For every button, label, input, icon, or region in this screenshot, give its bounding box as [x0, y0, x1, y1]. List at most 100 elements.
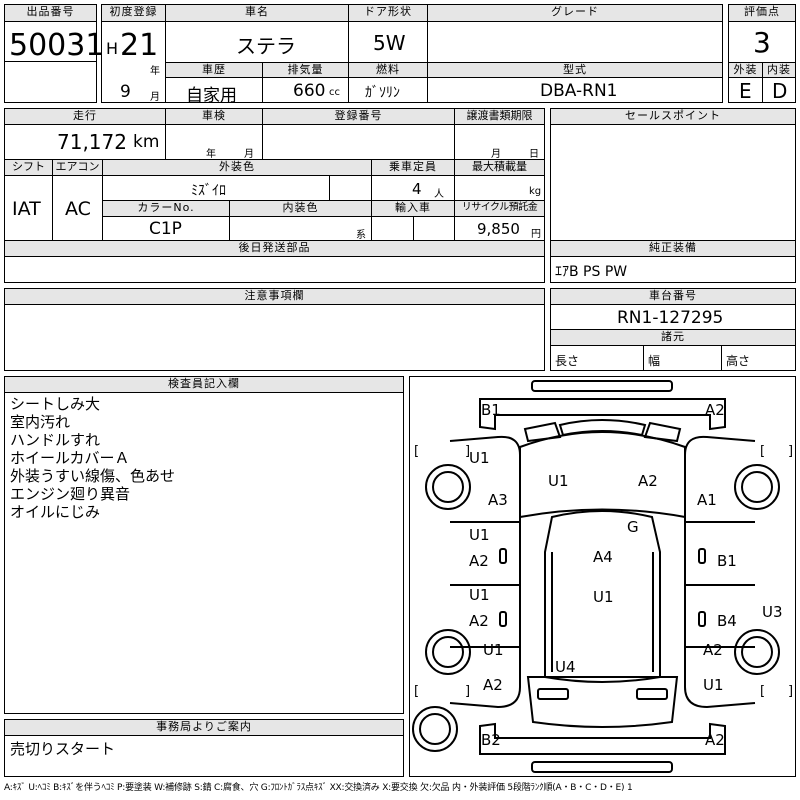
damage-code: A2	[705, 401, 725, 419]
mileage: 71,172	[57, 130, 127, 154]
capacity: 4	[412, 180, 422, 198]
month-unit: 月	[150, 92, 160, 103]
later-parts-label: 後日発送部品	[4, 240, 545, 257]
recycle-label: リサイクル預託金	[454, 200, 545, 217]
door-type-label: ドア形状	[348, 4, 428, 22]
history-box: 自家用	[165, 77, 263, 106]
equipment: ｴｱB PS PW	[555, 264, 628, 280]
inspector-note: オイルにじみ	[10, 503, 101, 521]
front-bumper	[479, 398, 726, 431]
equipment-label: 純正装備	[550, 240, 796, 257]
later-parts-box	[4, 256, 545, 283]
mileage-box: 71,172 km	[4, 124, 166, 160]
recycle-amount: 9,850	[477, 220, 520, 238]
damage-code: U4	[555, 658, 576, 676]
length-box: 長さ	[550, 345, 644, 371]
car-name-box: ステラ	[165, 21, 349, 63]
height-box: 高さ	[721, 345, 796, 371]
recycle-unit: 円	[531, 229, 541, 240]
fuel-box: ｶﾞｿﾘﾝ	[348, 77, 428, 103]
transfer-deadline-label: 譲渡書類期限	[454, 108, 545, 125]
inspector-note: シートしみ大	[10, 395, 101, 413]
damage-code: B1	[481, 401, 501, 419]
model-box: DBA-RN1	[427, 77, 723, 103]
color-number-label: カラーNo.	[102, 200, 230, 217]
mileage-unit: km	[133, 132, 160, 152]
lot-number-label: 出品番号	[4, 4, 97, 22]
bracket-label: ]	[465, 444, 470, 459]
caution-box	[4, 304, 545, 371]
inspection-label: 車検	[165, 108, 263, 125]
first-registration-box: H 21 年 9 月	[101, 21, 166, 103]
chassis-label: 車台番号	[550, 288, 796, 305]
bracket-label: ]	[465, 684, 470, 699]
lot-number-box: 50031	[4, 21, 104, 103]
aircon-label: エアコン	[52, 159, 103, 176]
legend: A:ｷｽﾞ U:ﾍｺﾐ B:ｷｽﾞを伴うﾍｺﾐ P:要塗装 W:補修跡 S:錆 …	[4, 783, 633, 793]
right-side	[684, 435, 756, 709]
damage-code: A2	[638, 472, 658, 490]
registration-number-box	[262, 124, 455, 160]
grade-label: グレード	[427, 4, 723, 22]
score-box: 3	[728, 21, 796, 63]
mileage-label: 走行	[4, 108, 166, 125]
max-load-unit: kg	[529, 186, 542, 197]
first-registration-label: 初度登録	[101, 4, 166, 22]
inspection-year-unit: 年	[206, 149, 216, 160]
model: DBA-RN1	[540, 81, 618, 101]
year-unit: 年	[150, 66, 160, 77]
interior-color-label: 内装色	[229, 200, 372, 217]
displacement: 660	[293, 81, 326, 101]
exterior-box: E	[728, 77, 763, 103]
inspection-month-unit: 月	[244, 149, 254, 160]
displacement-unit: cc	[329, 87, 340, 98]
damage-code: U1	[469, 449, 490, 467]
color-number: C1P	[149, 219, 182, 239]
rear-bumper	[479, 722, 726, 755]
history-label: 車歴	[165, 62, 263, 78]
lot-number: 50031	[9, 28, 105, 63]
height-label: 高さ	[726, 354, 751, 368]
capacity-unit: 人	[434, 189, 444, 200]
hood	[519, 431, 686, 519]
damage-code: B4	[717, 612, 737, 630]
exterior-color-label: 外装色	[102, 159, 372, 176]
inspector-notes-box: シートしみ大 室内汚れ ハンドルすれ ホイールカバーＡ 外装うすい線傷、色あせ …	[4, 392, 404, 714]
sales-point-label: セールスポイント	[550, 108, 796, 125]
damage-code: U1	[593, 588, 614, 606]
damage-code: A3	[488, 491, 508, 509]
bracket-label: ]	[788, 684, 793, 699]
office-box: 売切りスタート	[4, 735, 404, 777]
interior-box: D	[762, 77, 796, 103]
color-number-box: C1P	[102, 216, 230, 241]
caution-label: 注意事項欄	[4, 288, 545, 305]
grade-box	[427, 21, 723, 63]
width-label: 幅	[648, 354, 661, 368]
bracket-label: [	[414, 684, 419, 699]
interior-grade: D	[772, 79, 788, 103]
damage-code: A4	[593, 548, 613, 566]
inspector-note: ホイールカバーＡ	[10, 449, 130, 467]
recycle-box: 9,850 円	[454, 216, 545, 241]
registration-number-label: 登録番号	[262, 108, 455, 125]
bracket-label: [	[414, 444, 419, 459]
history: 自家用	[186, 86, 237, 106]
dimensions-label: 諸元	[550, 329, 796, 346]
damage-code: U1	[469, 526, 490, 544]
damage-code: U1	[469, 586, 490, 604]
inspector-note: エンジン廻り異音	[10, 485, 131, 503]
equipment-box: ｴｱB PS PW	[550, 256, 796, 283]
damage-code: B2	[481, 731, 501, 749]
score-label: 評価点	[728, 4, 796, 22]
era: H	[106, 39, 119, 58]
width-box: 幅	[643, 345, 722, 371]
rear-bar	[531, 761, 673, 773]
transfer-month-unit: 月	[491, 149, 501, 160]
divider	[4, 61, 97, 62]
office-label: 事務局よりご案内	[4, 719, 404, 736]
import-box-1	[371, 216, 414, 241]
door-type: 5W	[373, 31, 406, 55]
capacity-label: 乗車定員	[371, 159, 455, 176]
exterior-color-extra	[329, 175, 372, 201]
front-bar	[531, 380, 673, 392]
